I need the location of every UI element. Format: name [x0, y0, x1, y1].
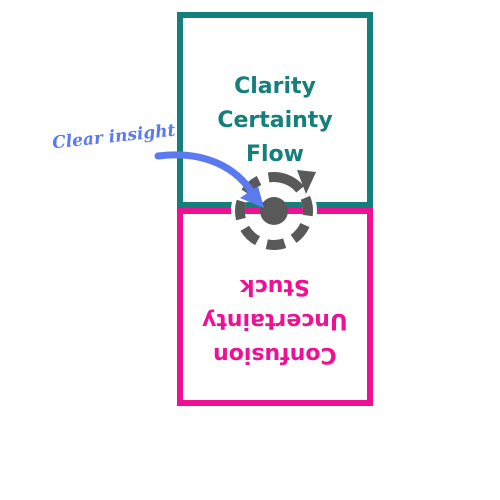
- clear-insight-label: Clear insight: [51, 120, 177, 154]
- clarity-box: Clarity Certainty Flow: [177, 12, 373, 208]
- clarity-line-2: Certainty: [217, 108, 333, 133]
- clarity-line-3: Flow: [245, 142, 304, 167]
- confusion-box: Confusion Uncertainty Stuck: [177, 208, 373, 406]
- confusion-text-group: Confusion Uncertainty Stuck: [202, 243, 348, 371]
- clarity-line-1: Clarity: [234, 74, 316, 99]
- confusion-line-1: Confusion: [213, 342, 337, 367]
- confusion-line-2: Uncertainty: [202, 308, 348, 333]
- confusion-line-3: Stuck: [240, 274, 310, 299]
